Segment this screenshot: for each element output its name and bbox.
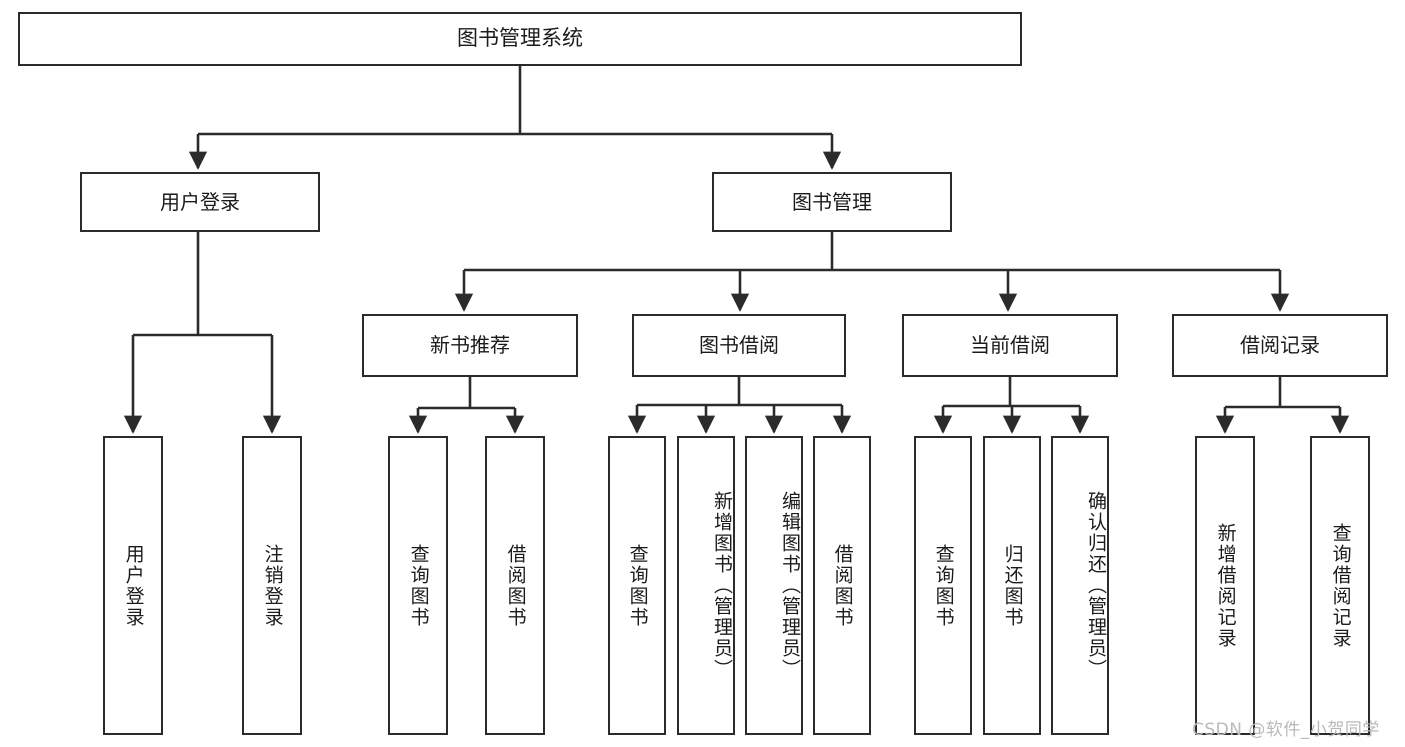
node-book-manage[interactable]: 图书管理 — [712, 172, 952, 232]
watermark: CSDN @软件_小贺同学 — [1192, 720, 1380, 740]
leaf-borrow-book-1-label: 借阅图书 — [504, 543, 527, 628]
leaf-add-book-admin[interactable]: 新增图书（管理员） — [677, 436, 735, 735]
node-root-label: 图书管理系统 — [457, 26, 583, 51]
leaf-user-logout[interactable]: 注销登录 — [242, 436, 302, 735]
node-borrow-record[interactable]: 借阅记录 — [1172, 314, 1388, 377]
leaf-edit-book-admin-label: 编辑图书（管理员） — [779, 491, 801, 680]
leaf-borrow-book-2-label: 借阅图书 — [831, 543, 854, 628]
node-user-login-label: 用户登录 — [160, 189, 240, 214]
node-borrow-record-label: 借阅记录 — [1240, 333, 1320, 358]
leaf-query-book-3[interactable]: 查询图书 — [914, 436, 972, 735]
leaf-borrow-book-1[interactable]: 借阅图书 — [485, 436, 545, 735]
node-new-book-recommend[interactable]: 新书推荐 — [362, 314, 578, 377]
leaf-query-book-2-label: 查询图书 — [626, 543, 649, 628]
node-current-borrow-label: 当前借阅 — [970, 333, 1050, 358]
node-new-book-recommend-label: 新书推荐 — [430, 333, 510, 358]
leaf-query-book-1[interactable]: 查询图书 — [388, 436, 448, 735]
leaf-query-book-2[interactable]: 查询图书 — [608, 436, 666, 735]
leaf-query-borrow-record[interactable]: 查询借阅记录 — [1310, 436, 1370, 735]
node-book-manage-label: 图书管理 — [792, 189, 872, 214]
leaf-query-borrow-record-label: 查询借阅记录 — [1329, 522, 1352, 649]
leaf-add-book-admin-label: 新增图书（管理员） — [711, 491, 733, 680]
leaf-return-book-label: 归还图书 — [1001, 543, 1024, 628]
leaf-add-borrow-record-label: 新增借阅记录 — [1214, 522, 1237, 649]
leaf-query-book-1-label: 查询图书 — [407, 543, 430, 628]
leaf-return-book[interactable]: 归还图书 — [983, 436, 1041, 735]
node-current-borrow[interactable]: 当前借阅 — [902, 314, 1118, 377]
leaf-user-login-label: 用户登录 — [122, 543, 145, 628]
leaf-borrow-book-2[interactable]: 借阅图书 — [813, 436, 871, 735]
leaf-confirm-return-admin[interactable]: 确认归还（管理员） — [1051, 436, 1109, 735]
node-book-borrow[interactable]: 图书借阅 — [632, 314, 846, 377]
leaf-edit-book-admin[interactable]: 编辑图书（管理员） — [745, 436, 803, 735]
leaf-user-login[interactable]: 用户登录 — [103, 436, 163, 735]
leaf-confirm-return-admin-label: 确认归还（管理员） — [1085, 491, 1107, 680]
leaf-add-borrow-record[interactable]: 新增借阅记录 — [1195, 436, 1255, 735]
node-user-login[interactable]: 用户登录 — [80, 172, 320, 232]
leaf-query-book-3-label: 查询图书 — [932, 543, 955, 628]
leaf-user-logout-label: 注销登录 — [261, 543, 284, 628]
node-root[interactable]: 图书管理系统 — [18, 12, 1022, 66]
node-book-borrow-label: 图书借阅 — [699, 333, 779, 358]
